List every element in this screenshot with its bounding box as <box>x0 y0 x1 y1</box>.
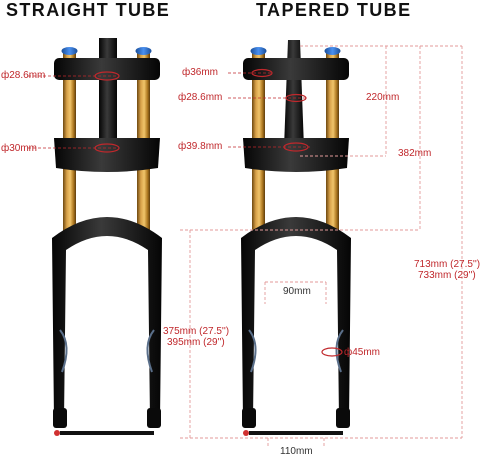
tapered-left-cap <box>250 47 267 55</box>
straight-top-diameter-label: ф28.6mm <box>1 70 46 81</box>
straight-top-diameter-ring <box>94 71 120 81</box>
straight-decal-right <box>146 329 155 373</box>
total-length-label-line2: 733mm (29'') <box>418 270 476 281</box>
straight-left-cap <box>61 47 78 55</box>
straight-axle <box>60 431 154 435</box>
straight-bottom-diameter-label: ф30mm <box>1 143 38 154</box>
straight-lower-crown <box>54 138 160 172</box>
axle-diameter-ring <box>321 347 343 357</box>
lower-length-label-line1: 375mm (27.5'') <box>163 326 230 337</box>
tapered-mid-diameter-label: ф28.6mm <box>178 92 223 103</box>
straight-fork <box>28 38 162 436</box>
straight-upper-crown <box>54 58 160 80</box>
tapered-mid-diameter-ring <box>285 93 307 103</box>
axle-diameter-label: ф45mm <box>344 347 381 358</box>
tapered-tube-heading: TAPERED TUBE <box>256 0 412 20</box>
tapered-decal-left <box>248 329 257 373</box>
tapered-fork <box>180 40 463 448</box>
tapered-axle <box>249 431 343 435</box>
straight-lowers <box>52 217 162 420</box>
tapered-lower-crown <box>243 138 349 172</box>
straight-left-dropout <box>53 408 67 428</box>
tapered-lowers <box>241 217 351 420</box>
total-length-label-line1: 713mm (27.5'') <box>414 259 481 270</box>
straight-right-cap <box>135 47 152 55</box>
tapered-axle-knob <box>243 430 249 436</box>
tapered-right-cap <box>324 47 341 55</box>
straight-bottom-diameter-ring <box>94 143 120 153</box>
straight-tube-heading: STRAIGHT TUBE <box>6 0 171 20</box>
tapered-left-dropout <box>242 408 256 428</box>
tapered-bottom-diameter-ring <box>283 142 309 152</box>
tapered-top-diameter-ring <box>251 68 273 78</box>
axle-width-label: 110mm <box>280 446 313 457</box>
straight-decal-left <box>59 329 68 373</box>
tapered-right-dropout <box>336 408 350 428</box>
arch-width-label: 90mm <box>283 286 311 297</box>
straight-right-dropout <box>147 408 161 428</box>
crown-height-label: 382mm <box>398 148 432 159</box>
lower-length-label-line2: 395mm (29'') <box>167 337 225 348</box>
steerer-length-label: 220mm <box>366 92 400 103</box>
tapered-top-diameter-label: ф36mm <box>182 67 219 78</box>
tapered-upper-crown <box>243 58 349 80</box>
tapered-bottom-diameter-label: ф39.8mm <box>178 141 223 152</box>
straight-axle-knob <box>54 430 60 436</box>
